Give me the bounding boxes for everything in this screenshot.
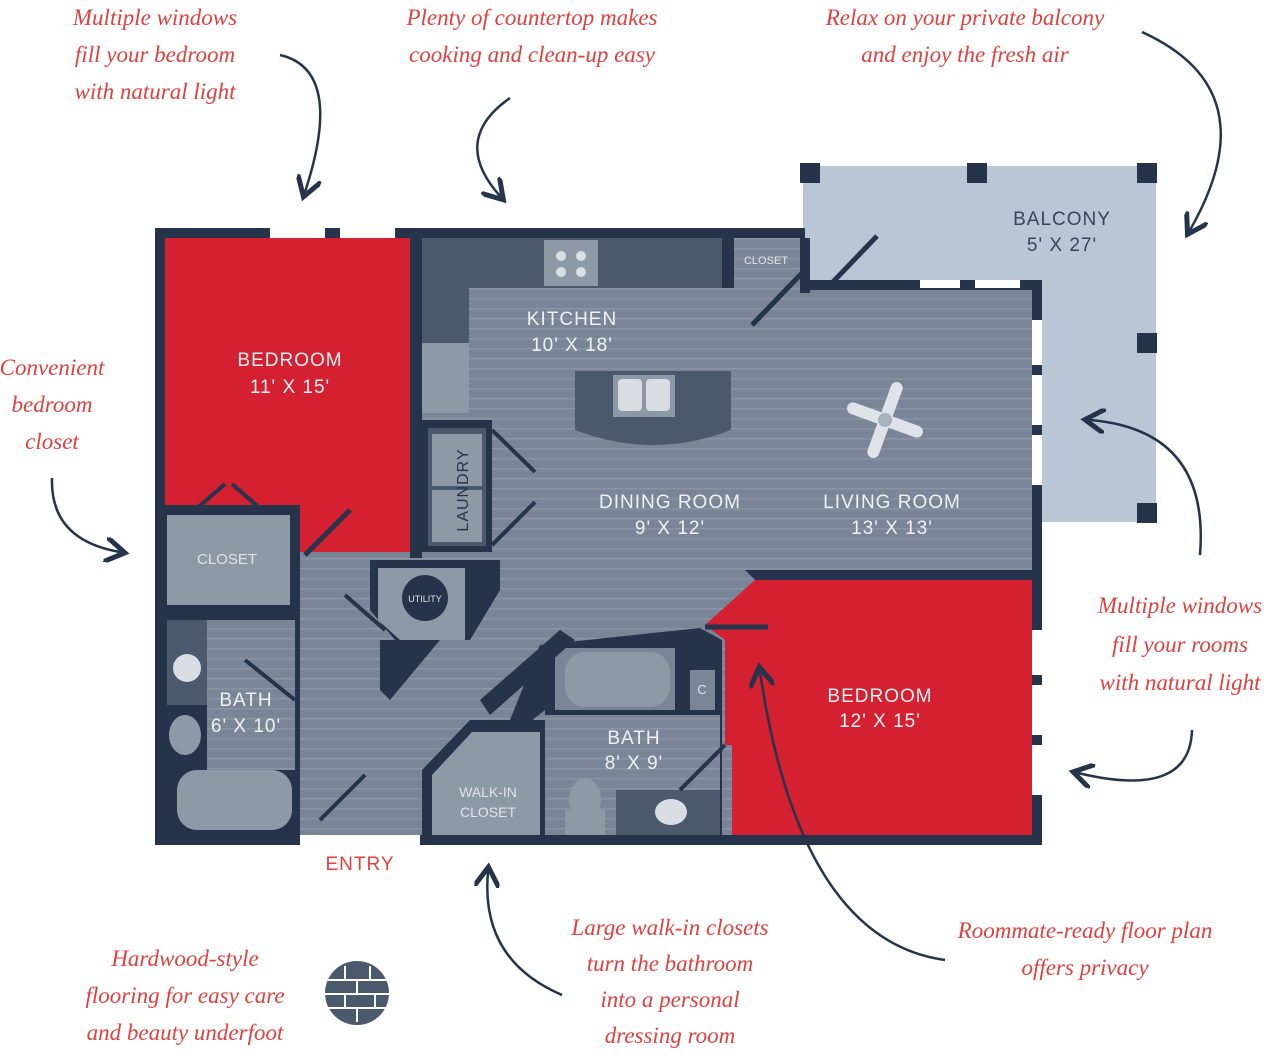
svg-text:fill your bedroom: fill your bedroom	[75, 42, 235, 67]
svg-text:offers privacy: offers privacy	[1021, 955, 1149, 980]
svg-text:and enjoy the fresh air: and enjoy the fresh air	[861, 42, 1069, 67]
bath-1-label: BATH	[219, 690, 272, 711]
walk-in-closet: WALK-IN CLOSET	[422, 720, 545, 845]
svg-text:closet: closet	[25, 429, 79, 454]
bedroom-2-label: BEDROOM	[827, 686, 932, 707]
laundry: LAUNDRY	[422, 420, 537, 552]
svg-text:flooring for easy care: flooring for easy care	[85, 983, 284, 1008]
closet-label: CLOSET	[197, 551, 257, 568]
laundry-label: LAUNDRY	[455, 448, 472, 531]
annotation-windows-bedroom: Multiple windows fill your bedroom with …	[72, 5, 237, 104]
c-closet-label: C	[697, 682, 706, 697]
svg-text:with natural light: with natural light	[74, 79, 236, 104]
svg-text:Relax on your private balcony: Relax on your private balcony	[825, 5, 1105, 30]
kitchen-label: KITCHEN	[527, 309, 617, 330]
dining-room-label: DINING ROOM	[599, 492, 741, 513]
utility: UTILITY	[343, 560, 500, 700]
annotation-windows-rooms: Multiple windows fill your rooms with na…	[1097, 593, 1262, 695]
svg-text:turn the bathroom: turn the bathroom	[587, 951, 754, 976]
bedroom-2-size: 12' X 15'	[839, 711, 921, 732]
utility-label: UTILITY	[408, 594, 442, 604]
annotation-countertop: Plenty of countertop makes cooking and c…	[405, 5, 657, 67]
svg-text:bedroom: bedroom	[12, 392, 93, 417]
annotation-roommate: Roommate-ready floor plan offers privacy	[957, 918, 1213, 980]
annotation-walkin: Large walk-in closets turn the bathroom …	[570, 915, 768, 1048]
svg-text:Multiple windows: Multiple windows	[72, 5, 237, 30]
flooring-swatch-icon	[325, 961, 389, 1025]
svg-text:Roommate-ready floor plan: Roommate-ready floor plan	[957, 918, 1213, 943]
svg-text:Convenient: Convenient	[0, 355, 105, 380]
bath-1-size: 6' X 10'	[211, 716, 281, 737]
svg-text:Hardwood-style: Hardwood-style	[110, 946, 258, 971]
svg-text:into a personal: into a personal	[600, 987, 739, 1012]
bath-2: C BATH 8' X 9'	[510, 628, 727, 835]
kitchen-size: 10' X 18'	[531, 335, 613, 356]
bath-2-label: BATH	[607, 728, 660, 749]
svg-text:and beauty underfoot: and beauty underfoot	[87, 1020, 284, 1045]
bedroom-1: BEDROOM 11' X 15'	[165, 238, 422, 558]
svg-text:fill your rooms: fill your rooms	[1112, 632, 1248, 657]
svg-text:with natural light: with natural light	[1099, 670, 1261, 695]
balcony-size: 5' X 27'	[1027, 235, 1097, 256]
svg-text:Large walk-in closets: Large walk-in closets	[570, 915, 768, 940]
stove	[544, 240, 598, 286]
bedroom-2: BEDROOM 12' X 15'	[705, 570, 1042, 835]
bedroom-1-label: BEDROOM	[237, 350, 342, 371]
bath-1: BATH 6' X 10'	[165, 615, 300, 835]
walk-in-label-1: WALK-IN	[459, 784, 517, 800]
annotation-balcony: Relax on your private balcony and enjoy …	[825, 5, 1105, 67]
svg-text:cooking and clean-up easy: cooking and clean-up easy	[409, 42, 656, 67]
svg-text:Multiple windows: Multiple windows	[1097, 593, 1262, 618]
annotation-flooring: Hardwood-style flooring for easy care an…	[85, 946, 284, 1045]
entry-label: ENTRY	[325, 854, 394, 875]
svg-text:dressing room: dressing room	[605, 1023, 736, 1048]
dining-room-size: 9' X 12'	[635, 518, 705, 539]
living-room-label: LIVING ROOM	[823, 492, 961, 513]
bedroom-1-size: 11' X 15'	[250, 377, 330, 398]
bedroom-closet: CLOSET	[165, 482, 300, 615]
annotation-closet: Convenient bedroom closet	[0, 355, 105, 454]
kitchen: KITCHEN 10' X 18' CLOSET	[422, 234, 879, 445]
living-room-size: 13' X 13'	[851, 518, 933, 539]
annotation-arrows	[50, 30, 1222, 997]
bath-2-size: 8' X 9'	[605, 753, 664, 774]
svg-text:Plenty of countertop makes: Plenty of countertop makes	[405, 5, 657, 30]
ceiling-fan-icon	[847, 382, 923, 458]
kitchen-closet-label: CLOSET	[744, 255, 788, 267]
walk-in-label-2: CLOSET	[460, 804, 516, 820]
balcony-label: BALCONY	[1013, 209, 1111, 230]
